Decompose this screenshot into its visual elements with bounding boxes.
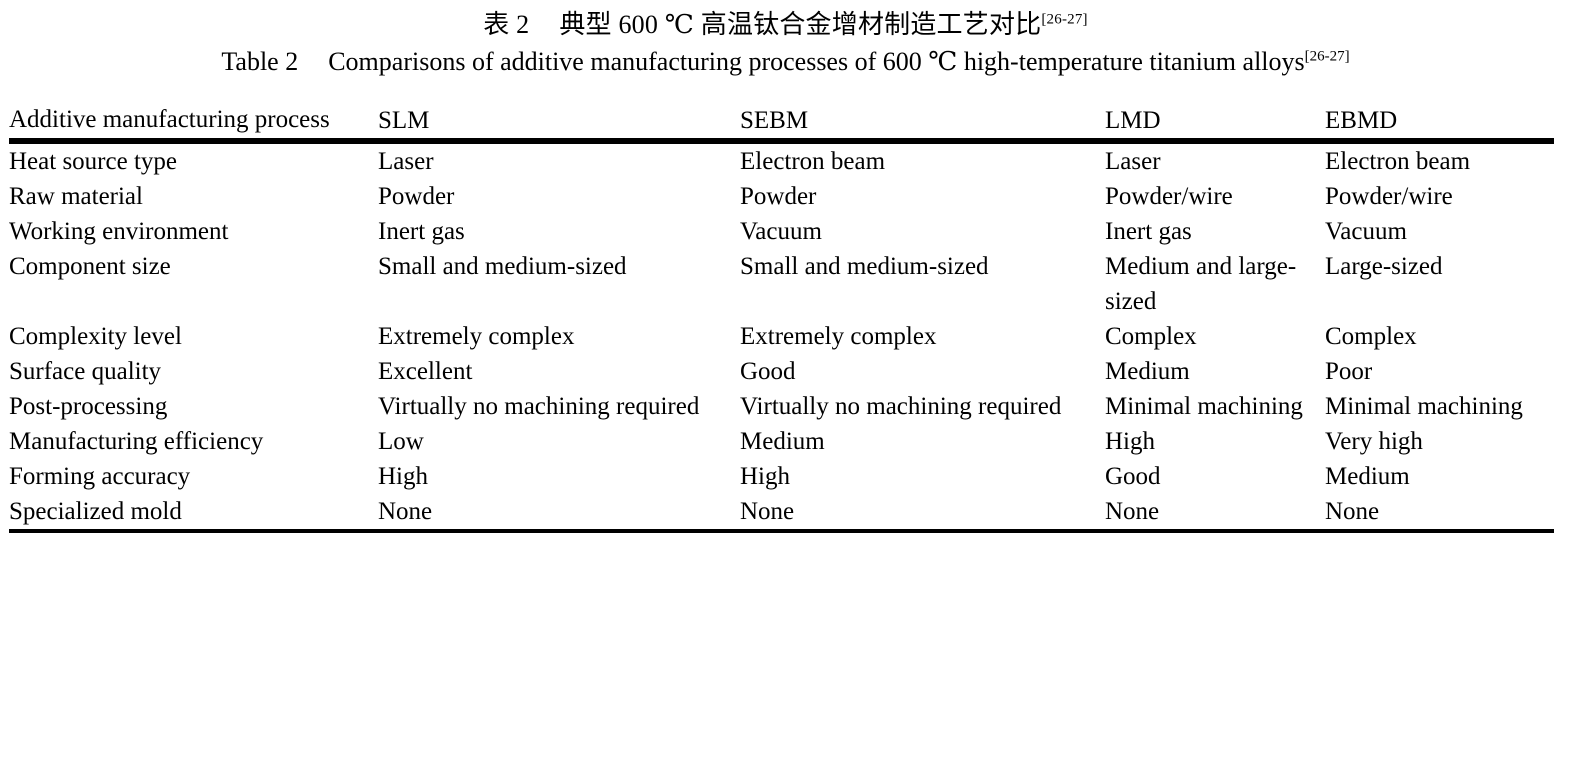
cell-ebmd: Large-sized bbox=[1325, 253, 1443, 280]
comparison-table: Additive manufacturing process SLM SEBM … bbox=[9, 103, 1554, 533]
cell-sebm: Medium bbox=[740, 428, 825, 455]
caption-chinese-text: 典型 600 ℃ 高温钛合金增材制造工艺对比 bbox=[559, 10, 1042, 39]
cell-sebm: Powder bbox=[740, 183, 817, 210]
row-property: Heat source type bbox=[9, 148, 177, 175]
table-row: Post-processing Virtually no machining r… bbox=[9, 389, 1554, 424]
cell-sebm: Electron beam bbox=[740, 148, 886, 175]
cell-slm: Powder bbox=[378, 183, 455, 210]
cell-ebmd: Very high bbox=[1325, 428, 1423, 455]
table-row: Specialized mold None None None None bbox=[9, 494, 1554, 529]
cell-ebmd: Electron beam bbox=[1325, 148, 1471, 175]
cell-slm: Laser bbox=[378, 148, 434, 175]
caption-chinese-label: 表 2 bbox=[483, 10, 530, 39]
column-header-slm: SLM bbox=[378, 107, 430, 134]
cell-sebm: None bbox=[740, 498, 795, 525]
row-property: Post-processing bbox=[9, 393, 168, 420]
row-property: Complexity level bbox=[9, 323, 182, 350]
table-header-row: Additive manufacturing process SLM SEBM … bbox=[9, 103, 1554, 138]
table-row: Complexity level Extremely complex Extre… bbox=[9, 319, 1554, 354]
table-row: Forming accuracy High High Good Medium bbox=[9, 459, 1554, 494]
cell-slm: Virtually no machining required bbox=[378, 393, 700, 420]
cell-sebm: Vacuum bbox=[740, 218, 822, 245]
cell-ebmd: Poor bbox=[1325, 358, 1373, 385]
table-header-rule bbox=[9, 142, 1554, 144]
table-row: Raw material Powder Powder Powder/wire P… bbox=[9, 179, 1554, 214]
table-row: Working environment Inert gas Vacuum Ine… bbox=[9, 214, 1554, 249]
row-property: Forming accuracy bbox=[9, 463, 191, 490]
cell-slm: Small and medium-sized bbox=[378, 253, 627, 280]
cell-sebm: High bbox=[740, 463, 790, 490]
cell-lmd: Laser bbox=[1105, 148, 1161, 175]
cell-ebmd: None bbox=[1325, 498, 1380, 525]
table-body: Heat source type Laser Electron beam Las… bbox=[9, 144, 1554, 529]
caption-english-reference: [26-27] bbox=[1304, 48, 1350, 65]
table-row: Component size Small and medium-sized Sm… bbox=[9, 249, 1554, 319]
cell-lmd: None bbox=[1105, 498, 1160, 525]
table-top-rule bbox=[9, 138, 1554, 142]
column-header-lmd: LMD bbox=[1105, 107, 1161, 134]
cell-slm: Excellent bbox=[378, 358, 473, 385]
cell-slm: Low bbox=[378, 428, 424, 455]
cell-lmd: High bbox=[1105, 428, 1155, 455]
table-head: Additive manufacturing process SLM SEBM … bbox=[9, 103, 1554, 138]
cell-lmd: Minimal machining bbox=[1105, 393, 1303, 420]
caption-english: Table 2 Comparisons of additive manufactu… bbox=[0, 44, 1571, 80]
caption-chinese: 表 2 典型 600 ℃ 高温钛合金增材制造工艺对比[26-27] bbox=[0, 6, 1571, 44]
cell-lmd: Medium bbox=[1105, 358, 1190, 385]
table-bottom-rule bbox=[9, 529, 1554, 533]
row-property: Surface quality bbox=[9, 358, 162, 385]
cell-sebm: Small and medium-sized bbox=[740, 253, 989, 280]
table-row: Surface quality Excellent Good Medium Po… bbox=[9, 354, 1554, 389]
cell-lmd: Complex bbox=[1105, 323, 1197, 350]
cell-lmd: Inert gas bbox=[1105, 218, 1192, 245]
table-row: Manufacturing efficiency Low Medium High… bbox=[9, 424, 1554, 459]
cell-ebmd: Powder/wire bbox=[1325, 183, 1453, 210]
cell-ebmd: Minimal machining bbox=[1325, 393, 1523, 420]
row-property: Raw material bbox=[9, 183, 143, 210]
cell-ebmd: Vacuum bbox=[1325, 218, 1407, 245]
row-property: Specialized mold bbox=[9, 498, 182, 525]
cell-slm: Inert gas bbox=[378, 218, 465, 245]
cell-lmd: Powder/wire bbox=[1105, 183, 1233, 210]
cell-slm: Extremely complex bbox=[378, 323, 575, 350]
cell-lmd: Good bbox=[1105, 463, 1161, 490]
cell-ebmd: Complex bbox=[1325, 323, 1417, 350]
caption-english-label: Table 2 bbox=[221, 47, 299, 76]
column-header-process: Additive manufacturing process bbox=[9, 106, 330, 133]
column-header-sebm: SEBM bbox=[740, 107, 809, 134]
cell-lmd: Medium and large-sized bbox=[1105, 253, 1297, 315]
table-row: Heat source type Laser Electron beam Las… bbox=[9, 144, 1554, 179]
cell-sebm: Extremely complex bbox=[740, 323, 937, 350]
comparison-table-wrapper: Additive manufacturing process SLM SEBM … bbox=[9, 103, 1554, 533]
cell-sebm: Virtually no machining required bbox=[740, 393, 1062, 420]
cell-slm: None bbox=[378, 498, 433, 525]
caption-chinese-reference: [26-27] bbox=[1041, 11, 1088, 28]
row-property: Working environment bbox=[9, 218, 229, 245]
cell-sebm: Good bbox=[740, 358, 796, 385]
column-header-ebmd: EBMD bbox=[1325, 107, 1398, 134]
cell-ebmd: Medium bbox=[1325, 463, 1410, 490]
row-property: Manufacturing efficiency bbox=[9, 428, 264, 455]
row-property: Component size bbox=[9, 253, 171, 280]
caption-english-text: Comparisons of additive manufacturing pr… bbox=[328, 47, 1305, 76]
cell-slm: High bbox=[378, 463, 428, 490]
